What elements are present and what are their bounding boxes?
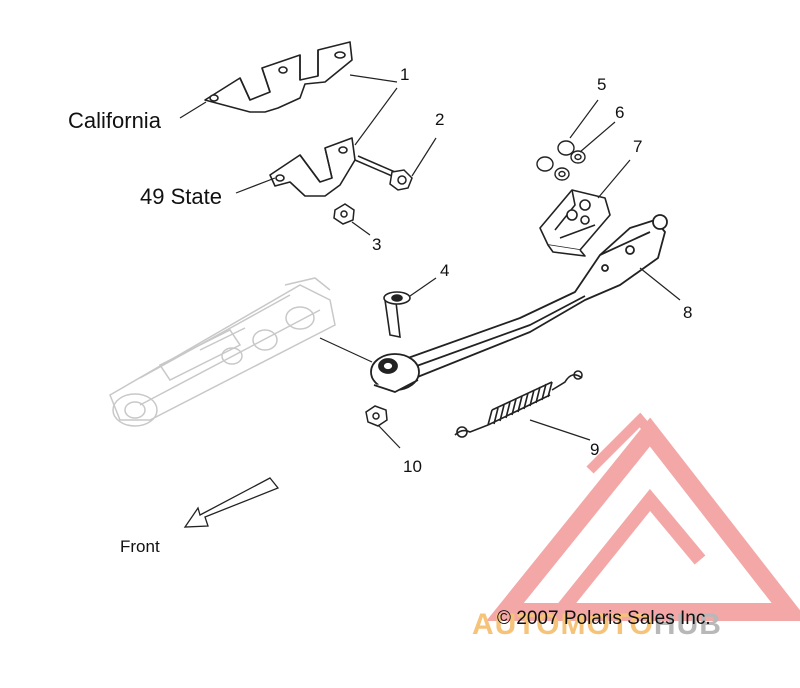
callout-10: 10	[403, 457, 422, 476]
leader-lines	[179, 74, 681, 449]
callout-4: 4	[440, 261, 449, 280]
callout-2: 2	[435, 110, 444, 129]
watermark-hub: HUB	[654, 608, 722, 641]
callout-6: 6	[615, 103, 624, 122]
front-label: Front	[120, 537, 160, 556]
pivot-bolt-part-4	[383, 291, 411, 338]
pad-part-7	[539, 189, 611, 257]
callout-9: 9	[590, 440, 599, 459]
callout-7: 7	[633, 137, 642, 156]
callout-5: 5	[597, 75, 606, 94]
callout-3: 3	[372, 235, 381, 254]
watermark-moto: MOTO	[560, 608, 653, 641]
nut-part-3	[333, 203, 355, 225]
watermark-wordmark: AUTOMOTOHUB	[472, 608, 722, 641]
callout-1: 1	[400, 65, 409, 84]
region-label-49-state: 49 State	[140, 184, 222, 209]
washers-parts-5-6	[536, 140, 586, 181]
watermark-auto: AUTO	[472, 608, 560, 641]
watermark-logo-icon	[486, 412, 800, 621]
bolt-part-2	[354, 155, 413, 191]
spring-part-9	[454, 370, 583, 438]
frame-ghost	[109, 277, 336, 427]
front-arrow-icon	[183, 477, 280, 528]
copyright-notice: © 2007 Polaris Sales Inc.	[497, 608, 711, 629]
callout-8: 8	[683, 303, 692, 322]
kickstand-part-8	[370, 214, 668, 393]
nut-part-10	[365, 405, 388, 427]
bracket-49-state	[269, 137, 356, 197]
bracket-california	[204, 41, 353, 113]
region-label-california: California	[68, 108, 162, 133]
